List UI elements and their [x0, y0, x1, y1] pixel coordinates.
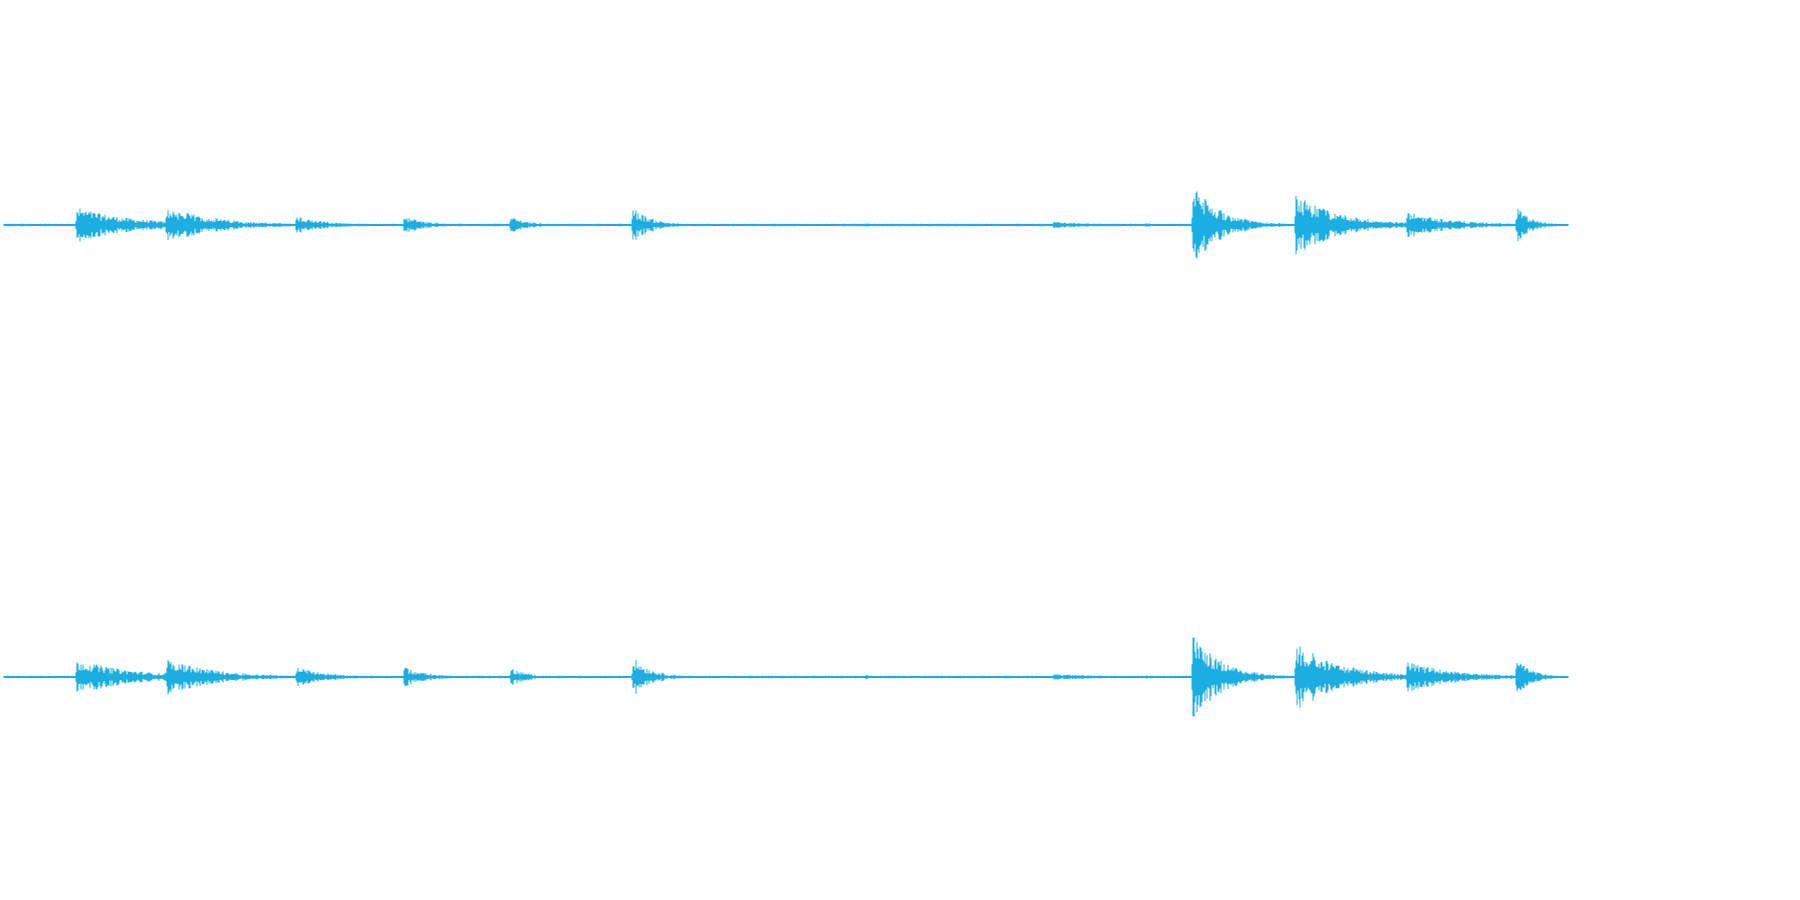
channel-bottom-waveform	[3, 637, 1569, 717]
channel-top-waveform	[3, 191, 1569, 259]
